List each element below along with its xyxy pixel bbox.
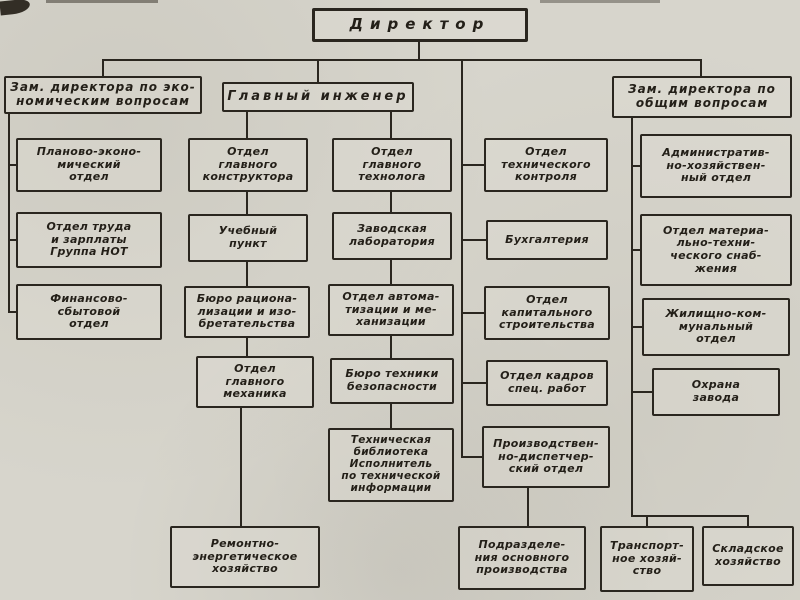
node-chief-technologist-dept-label: Отдел главного технолога [358,145,426,184]
node-chief-designer-dept: Отдел главного конструктора [188,138,308,192]
node-safety-bureau: Бюро техники безопасности [330,358,454,404]
node-training-point: Учебный пункт [188,214,308,262]
connector-col1-a [246,112,248,138]
connector-col2-c [390,260,392,284]
connector-stub-supply [631,249,640,251]
scan-smudge-top-right [540,0,660,3]
node-automation-mechanization-dept: Отдел автома- тизации и ме- ханизации [328,284,454,336]
connector-col2-d [390,336,392,358]
connector-stub-housing [631,326,642,328]
connector-top-rail [102,59,702,61]
connector-drop-warehouse [747,517,749,526]
scan-smudge-corner [0,0,31,16]
node-technical-library: Техническая библиотека Исполнитель по те… [328,428,454,502]
node-factory-security: Охрана завода [652,368,780,416]
node-repair-energy-facility-label: Ремонтно- энергетическое хозяйство [192,537,298,576]
connector-stub-personnel [461,382,487,384]
connector-drop-deputy-general [700,60,702,76]
connector-bottom-right-rail [631,515,749,517]
node-technical-control-dept: Отдел технического контроля [484,138,608,192]
node-deputy-general: Зам. директора по общим вопросам [612,76,792,118]
node-warehouse-facility: Складское хозяйство [702,526,794,586]
node-material-supply-dept: Отдел материа- льно-техни- ческого снаб-… [640,214,792,286]
node-personnel-dept-label: Отдел кадров спец. работ [500,369,594,395]
node-training-point-label: Учебный пункт [218,224,278,250]
node-chief-mechanic-dept: Отдел главного механика [196,356,314,408]
node-chief-mechanic-dept-label: Отдел главного механика [223,362,287,401]
node-director: Директор [312,8,528,42]
node-deputy-general-label: Зам. директора по общим вопросам [628,82,776,110]
node-chief-engineer: Главный инженер [222,82,414,112]
connector-stub-dispatch [461,456,483,458]
connector-middle-spine [461,59,463,458]
node-deputy-economic: Зам. директора по эко- номическим вопрос… [4,76,202,114]
node-chief-engineer-label: Главный инженер [227,88,409,104]
node-technical-control-dept-label: Отдел технического контроля [501,145,591,184]
node-repair-energy-facility: Ремонтно- энергетическое хозяйство [170,526,320,588]
connector-stub-security [631,391,652,393]
node-factory-laboratory: Заводская лаборатория [332,212,452,260]
connector-stub-admin [631,165,640,167]
node-personnel-dept: Отдел кадров спец. работ [486,360,608,406]
connector-col1-d [246,338,248,356]
node-safety-bureau-label: Бюро техники безопасности [345,367,439,393]
node-rationalization-bureau: Бюро рациона- лизации и изо- бретательст… [184,286,310,338]
node-production-dispatch-dept-label: Производствен- но-диспетчер- ский отдел [493,437,599,476]
connector-col1-c [246,262,248,286]
connector-drop-deputy-econ [102,60,104,76]
connector-drop-transport [646,517,648,526]
connector-stub-accounting [461,239,487,241]
scan-smudge-top-left [46,0,158,3]
node-factory-security-label: Охрана завода [691,378,741,404]
node-planning-economic-dept: Планово-эконо- мический отдел [16,138,162,192]
connector-col2-b [390,192,392,212]
connector-stub-labor [8,239,18,241]
connector-right-spine [631,118,633,517]
node-capital-construction-dept: Отдел капитального строительства [484,286,610,340]
node-labor-wages-dept-label: Отдел труда и зарплаты Группа НОТ [46,220,132,259]
node-capital-construction-dept-label: Отдел капитального строительства [498,293,596,332]
node-administrative-dept-label: Административ- но-хозяйствен- ный отдел [662,146,770,185]
node-rationalization-bureau-label: Бюро рациона- лизации и изо- бретательст… [196,292,298,331]
node-housing-communal-dept: Жилищно-ком- мунальный отдел [642,298,790,356]
node-factory-laboratory-label: Заводская лаборатория [349,222,435,248]
node-accounting-label: Бухгалтерия [505,232,589,246]
node-material-supply-dept-label: Отдел материа- льно-техни- ческого снаб-… [663,223,769,275]
connector-mechanic-repair [240,408,242,526]
node-chief-designer-dept-label: Отдел главного конструктора [202,145,294,184]
connector-director-stem [418,42,420,60]
node-warehouse-facility-label: Складское хозяйство [712,542,784,568]
connector-stub-plan-econ [8,164,18,166]
node-automation-mechanization-dept-label: Отдел автома- тизации и ме- ханизации [342,290,440,329]
node-production-dispatch-dept: Производствен- но-диспетчер- ский отдел [482,426,610,488]
connector-left-spine [8,114,10,313]
connector-drop-chief-engineer [317,60,319,82]
node-accounting: Бухгалтерия [486,220,608,260]
node-deputy-economic-label: Зам. директора по эко- номическим вопрос… [10,80,196,108]
node-technical-library-label: Техническая библиотека Исполнитель по те… [341,434,441,494]
connector-col2-a [390,112,392,138]
node-administrative-dept: Административ- но-хозяйствен- ный отдел [640,134,792,198]
connector-stub-tech-control [461,164,485,166]
node-main-production-units: Подразделе- ния основного производства [458,526,586,590]
node-finance-sales-dept-label: Финансово- сбытовой отдел [50,292,128,331]
node-director-label: Директор [349,15,491,34]
connector-stub-finance [8,311,18,313]
connector-stub-capital [461,312,485,314]
node-chief-technologist-dept: Отдел главного технолога [332,138,452,192]
node-transport-facility: Транспорт- ное хозяй- ство [600,526,694,592]
node-labor-wages-dept: Отдел труда и зарплаты Группа НОТ [16,212,162,268]
node-transport-facility-label: Транспорт- ное хозяй- ство [610,539,684,578]
node-housing-communal-dept-label: Жилищно-ком- мунальный отдел [665,307,767,346]
node-finance-sales-dept: Финансово- сбытовой отдел [16,284,162,340]
connector-col1-b [246,192,248,214]
connector-col2-e [390,404,392,428]
node-main-production-units-label: Подразделе- ния основного производства [474,538,570,577]
connector-dispatch-production [527,488,529,526]
node-planning-economic-dept-label: Планово-эконо- мический отдел [36,145,142,184]
